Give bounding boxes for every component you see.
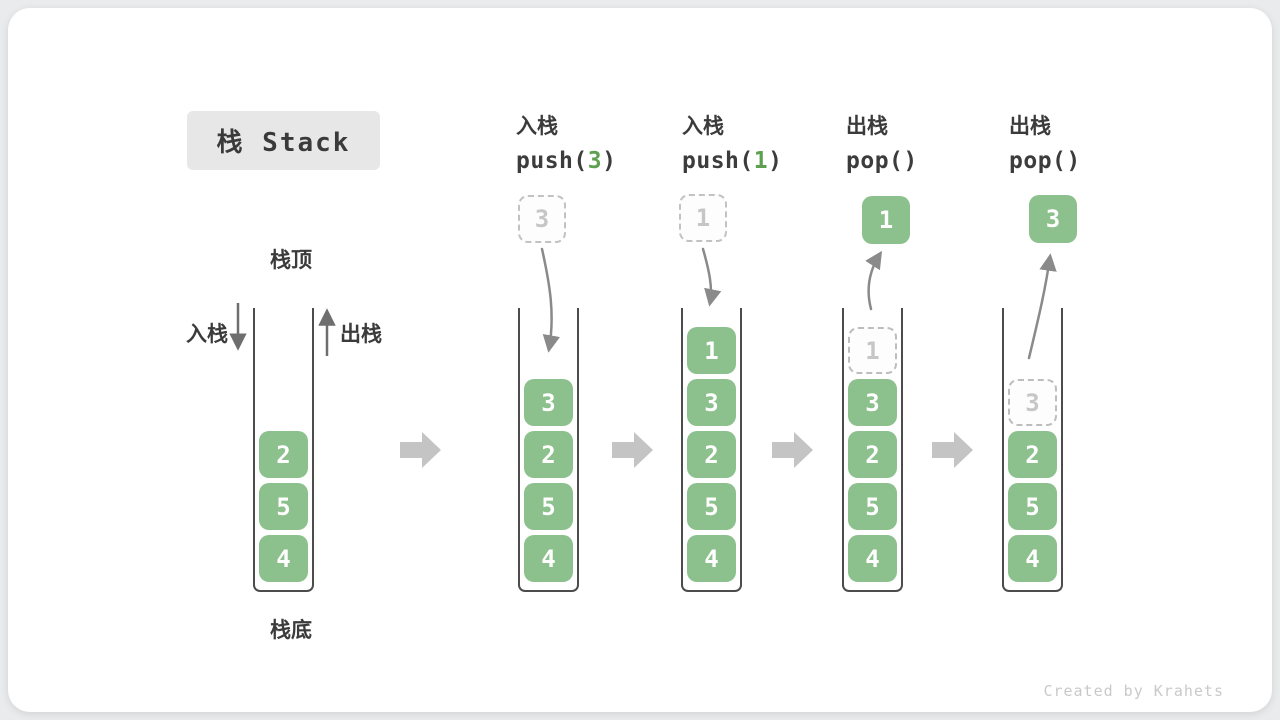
stack-cell-value: 2 — [276, 440, 291, 469]
stack-cell-value: 4 — [541, 544, 556, 573]
stack-cell: 4 — [259, 535, 308, 582]
title-badge: 栈 Stack — [187, 111, 380, 170]
stack-cell-value: 4 — [704, 544, 719, 573]
stack-cell-value: 1 — [704, 336, 719, 365]
stack-cell-value: 3 — [541, 388, 556, 417]
stack-cell-value: 2 — [704, 440, 719, 469]
stack-cell-value: 5 — [1025, 492, 1040, 521]
stack-cell: 3 — [687, 379, 736, 426]
stack-cell: 2 — [1008, 431, 1057, 478]
stack-cell-value: 4 — [1025, 544, 1040, 573]
stack-cell: 5 — [1008, 483, 1057, 530]
stack-tube-4: 1 3 2 5 4 — [842, 308, 903, 592]
stack-cell-value: 3 — [1025, 388, 1040, 417]
label-push: 入栈 — [186, 323, 228, 346]
op-label-pop-2: 出栈 pop() — [1009, 112, 1179, 174]
op-name: 出栈 — [1009, 115, 1051, 138]
stack-cell: 5 — [687, 483, 736, 530]
stack-cell: 2 — [259, 431, 308, 478]
stack-cell-value: 2 — [541, 440, 556, 469]
stack-cell: 3 — [848, 379, 897, 426]
op-label-push-3: 入栈 push(3) — [516, 112, 686, 174]
op-code: pop() — [846, 148, 1016, 174]
op-code: push(3) — [516, 148, 686, 174]
label-stack-bottom: 栈底 — [270, 619, 312, 642]
op-code: pop() — [1009, 148, 1179, 174]
op-name: 入栈 — [516, 115, 558, 138]
op-code-pre: pop() — [846, 148, 918, 174]
stack-cell: 4 — [524, 535, 573, 582]
stack-cell-value: 3 — [865, 388, 880, 417]
op-code-arg: 3 — [587, 148, 603, 174]
stack-tube-2: 3 2 5 4 — [518, 308, 579, 592]
floating-cell-value: 3 — [534, 205, 550, 233]
canvas-card: 栈 Stack 入栈 push(3) 入栈 push(1) 出栈 pop() 出… — [8, 8, 1272, 712]
stack-cell: 4 — [687, 535, 736, 582]
op-code-arg: 1 — [753, 148, 769, 174]
stack-cell: 2 — [848, 431, 897, 478]
stack-cell: 5 — [848, 483, 897, 530]
floating-cell-value: 1 — [695, 204, 711, 232]
op-code-post: ) — [602, 148, 617, 174]
stack-cell: 3 — [524, 379, 573, 426]
stack-cell-value: 4 — [276, 544, 291, 573]
label-pop: 出栈 — [340, 323, 382, 346]
stack-cell-value: 2 — [865, 440, 880, 469]
op-code-pre: push( — [516, 148, 588, 174]
op-label-pop-1: 出栈 pop() — [846, 112, 1016, 174]
page-title: 栈 Stack — [216, 128, 351, 158]
stack-tube-5: 3 2 5 4 — [1002, 308, 1063, 592]
stack-cell-value: 5 — [541, 492, 556, 521]
floating-cell-value: 1 — [878, 206, 894, 234]
stack-cell-ghost: 1 — [848, 327, 897, 374]
label-stack-top: 栈顶 — [270, 249, 312, 272]
floating-cell-ghost: 1 — [679, 194, 727, 242]
stack-cell: 1 — [687, 327, 736, 374]
stack-tube-3: 1 3 2 5 4 — [681, 308, 742, 592]
watermark: Created by Krahets — [1043, 682, 1224, 700]
stack-cell: 2 — [524, 431, 573, 478]
stack-tube-1: 2 5 4 — [253, 308, 314, 592]
stack-cell-ghost: 3 — [1008, 379, 1057, 426]
floating-cell-popped: 1 — [862, 196, 910, 244]
stack-cell-value: 1 — [865, 336, 880, 365]
op-code-pre: push( — [682, 148, 754, 174]
stack-cell: 5 — [524, 483, 573, 530]
op-code-pre: pop() — [1009, 148, 1081, 174]
stack-cell: 4 — [848, 535, 897, 582]
stack-cell: 5 — [259, 483, 308, 530]
stack-cell-value: 5 — [865, 492, 880, 521]
stack-cell-value: 2 — [1025, 440, 1040, 469]
op-name: 出栈 — [846, 115, 888, 138]
stack-cell-value: 5 — [704, 492, 719, 521]
stack-cell: 4 — [1008, 535, 1057, 582]
op-code-post: ) — [768, 148, 783, 174]
floating-cell-ghost: 3 — [518, 195, 566, 243]
op-code: push(1) — [682, 148, 852, 174]
stack-cell-value: 4 — [865, 544, 880, 573]
op-name: 入栈 — [682, 115, 724, 138]
stack-cell: 2 — [687, 431, 736, 478]
floating-cell-popped: 3 — [1029, 195, 1077, 243]
op-label-push-1: 入栈 push(1) — [682, 112, 852, 174]
floating-cell-value: 3 — [1045, 205, 1061, 233]
stack-cell-value: 3 — [704, 388, 719, 417]
stack-cell-value: 5 — [276, 492, 291, 521]
